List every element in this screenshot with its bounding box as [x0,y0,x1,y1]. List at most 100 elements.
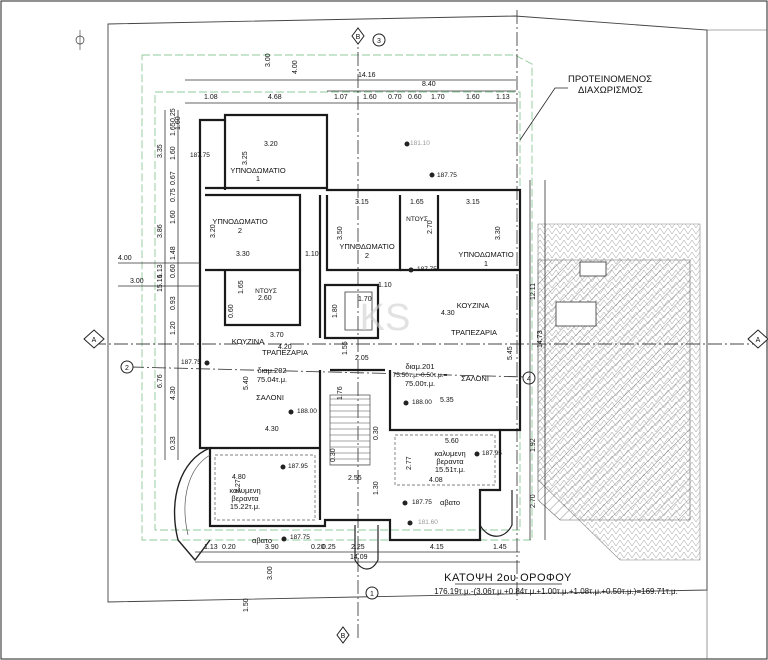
room-bedroom2b: ΥΠΝΟΔΩΜΑΤΙΟ [339,242,394,251]
apt201-area: 75.00τ.μ. [405,379,435,388]
dim-i315: 3.15 [355,199,369,206]
top-dimensions: 14.16 8.40 3.00 4.00 1.08 4.68 1.07 1.60… [185,53,516,104]
dim-i110b: 1.10 [378,282,392,289]
dim-b6: 2.25 [351,544,365,551]
area-formula: 176.19τ.μ.-(3.06τ.μ.+0.84τ.μ.+1.00τ.μ.+1… [434,587,678,596]
dim-t5: 0.70 [388,94,402,101]
dim-i270: 2.70 [427,220,434,234]
grid-marker-2: 2 [120,360,134,374]
dim-i480: 4.80 [232,474,246,481]
dim-l0: 0.25 [170,108,177,122]
dim-i180: 1.80 [332,304,339,318]
bay-window-bottom [354,525,379,570]
room-living-right: ΣΑΛΟΝΙ [461,374,489,383]
callout-leader [519,87,568,141]
bottom-dimensions: 1.13 0.20 3.90 0.20 0.25 2.25 4.15 1.45 … [195,544,520,612]
room-kitchen-right: ΚΟΥΖΙΝΑ [457,301,489,310]
room-bedroom1: ΥΠΝΟΔΩΜΑΤΙΟ [230,166,285,175]
dim-i545: 5.45 [507,346,514,360]
dim-i540: 5.40 [243,376,250,390]
grid-label-a-right: A [756,337,761,344]
dim-t1: 1.08 [204,94,218,101]
room-bedroom2-no: 2 [238,226,242,235]
dim-i330: 3.30 [236,251,250,258]
dim-i350: 3.50 [337,226,344,240]
dim-r2: 14.73 [537,330,544,348]
dim-b4: 0.20 [311,544,325,551]
dim-t3: 1.07 [334,94,348,101]
dim-b3m: 3.00 [267,566,274,580]
room-bedroom1b-no: 1 [484,259,488,268]
dim-l3m: 3.00 [130,278,144,285]
veranda-left-outline [214,454,316,521]
grid-marker-a-right: A [747,329,768,349]
dim-l10: 1.20 [170,321,177,335]
room-bedroom2: ΥΠΝΟΔΩΜΑΤΙΟ [212,217,267,226]
dim-top-right: 8.40 [422,81,436,88]
dim-i330b: 3.30 [495,226,502,240]
dim-t2: 4.68 [268,94,282,101]
level-l5: 187.75 [412,499,432,506]
room-bedroom2b-no: 2 [365,251,369,260]
dim-i320b: 3.20 [210,224,217,238]
veranda-right-outline [394,434,496,486]
dim-i420: 4.20 [278,344,292,351]
level-marks: 187.75 187.75 187.75 187.75 187.75 187.7… [181,140,502,542]
dim-l12: 4.30 [170,386,177,400]
dim-t4: 1.60 [363,94,377,101]
dim-t9: 1.13 [496,94,510,101]
grid-marker-b-top: B [351,27,365,45]
plot-boundary [107,15,708,603]
room-dining-left: ΤΡΑΠΕΖΑΡΙΑ [262,348,308,357]
interior-dimensions: 3.20 3.25 3.20 3.30 1.10 3.15 1.65 3.15 … [175,116,514,495]
dim-i370: 3.70 [270,332,284,339]
grid-label-4: 4 [527,376,531,383]
dim-i176: 1.76 [337,386,344,400]
veranda-right-area: 15.51τ.μ. [435,465,465,474]
room-dining-right: ΤΡΑΠΕΖΑΡΙΑ [451,328,497,337]
dim-l7: 1.48 [170,246,177,260]
level-l10: 187.95 [288,463,308,470]
veranda-right-2: βεραντα [436,457,464,466]
dim-i160: 1.60 [175,116,182,130]
right-dimensions: 12.11 14.73 1.92 2.70 [529,180,546,540]
level-l8: 188.00 [297,408,317,415]
grid-label-b-bottom: B [341,633,346,640]
apt201-calc: 75.50τ.μ.-0.50τ.μ.= [393,372,448,379]
veranda-right-1: καλυμενη [434,449,465,458]
abato-bottom: αβατο [252,536,272,545]
dim-i165b: 1.65 [238,280,245,294]
grid-marker-3: 3 [372,33,386,47]
grid-marker-4: 4 [522,371,536,385]
level-l9: 188.00 [412,399,432,406]
dim-l9: 0.93 [170,296,177,310]
veranda-arc-left [173,447,211,562]
callout-line2: ΔΙΑΧΩΡΙΣΜΟΣ [578,85,643,96]
level-l12: 181.10 [410,140,430,147]
dim-i560: 5.60 [445,438,459,445]
level-l2: 187.75 [437,172,457,179]
dim-i039: 0.30 [373,426,380,440]
grid-label-b-top: B [356,34,361,41]
veranda-left-1: καλυμενη [229,486,260,495]
adjoining-roof [537,223,701,561]
dim-b8: 1.45 [493,544,507,551]
level-l6: 187.75 [290,534,310,541]
dim-l11: 6.76 [157,374,164,388]
grid-marker-b-bottom: B [336,626,350,644]
veranda-arc-left-inner [184,454,211,536]
room-kitchen-left: ΚΟΥΖΙΝΑ [232,337,264,346]
dim-i325: 3.25 [242,151,249,165]
dim-b-total: 14.09 [350,554,368,561]
grid-marker-a-left: A [83,329,105,349]
apt201-label: διαμ.201 [405,362,434,371]
dim-l3: 0.67 [170,171,177,185]
room-shower-right: ΝΤΟΥΣ [406,216,428,223]
dim-top-total: 14.16 [358,72,376,79]
dim-i255: 2.55 [348,475,362,482]
grid-label-1: 1 [370,591,374,598]
grid-label-a-left: A [92,337,97,344]
level-l3: 187.75 [417,266,437,273]
dim-i165: 1.65 [410,199,424,206]
